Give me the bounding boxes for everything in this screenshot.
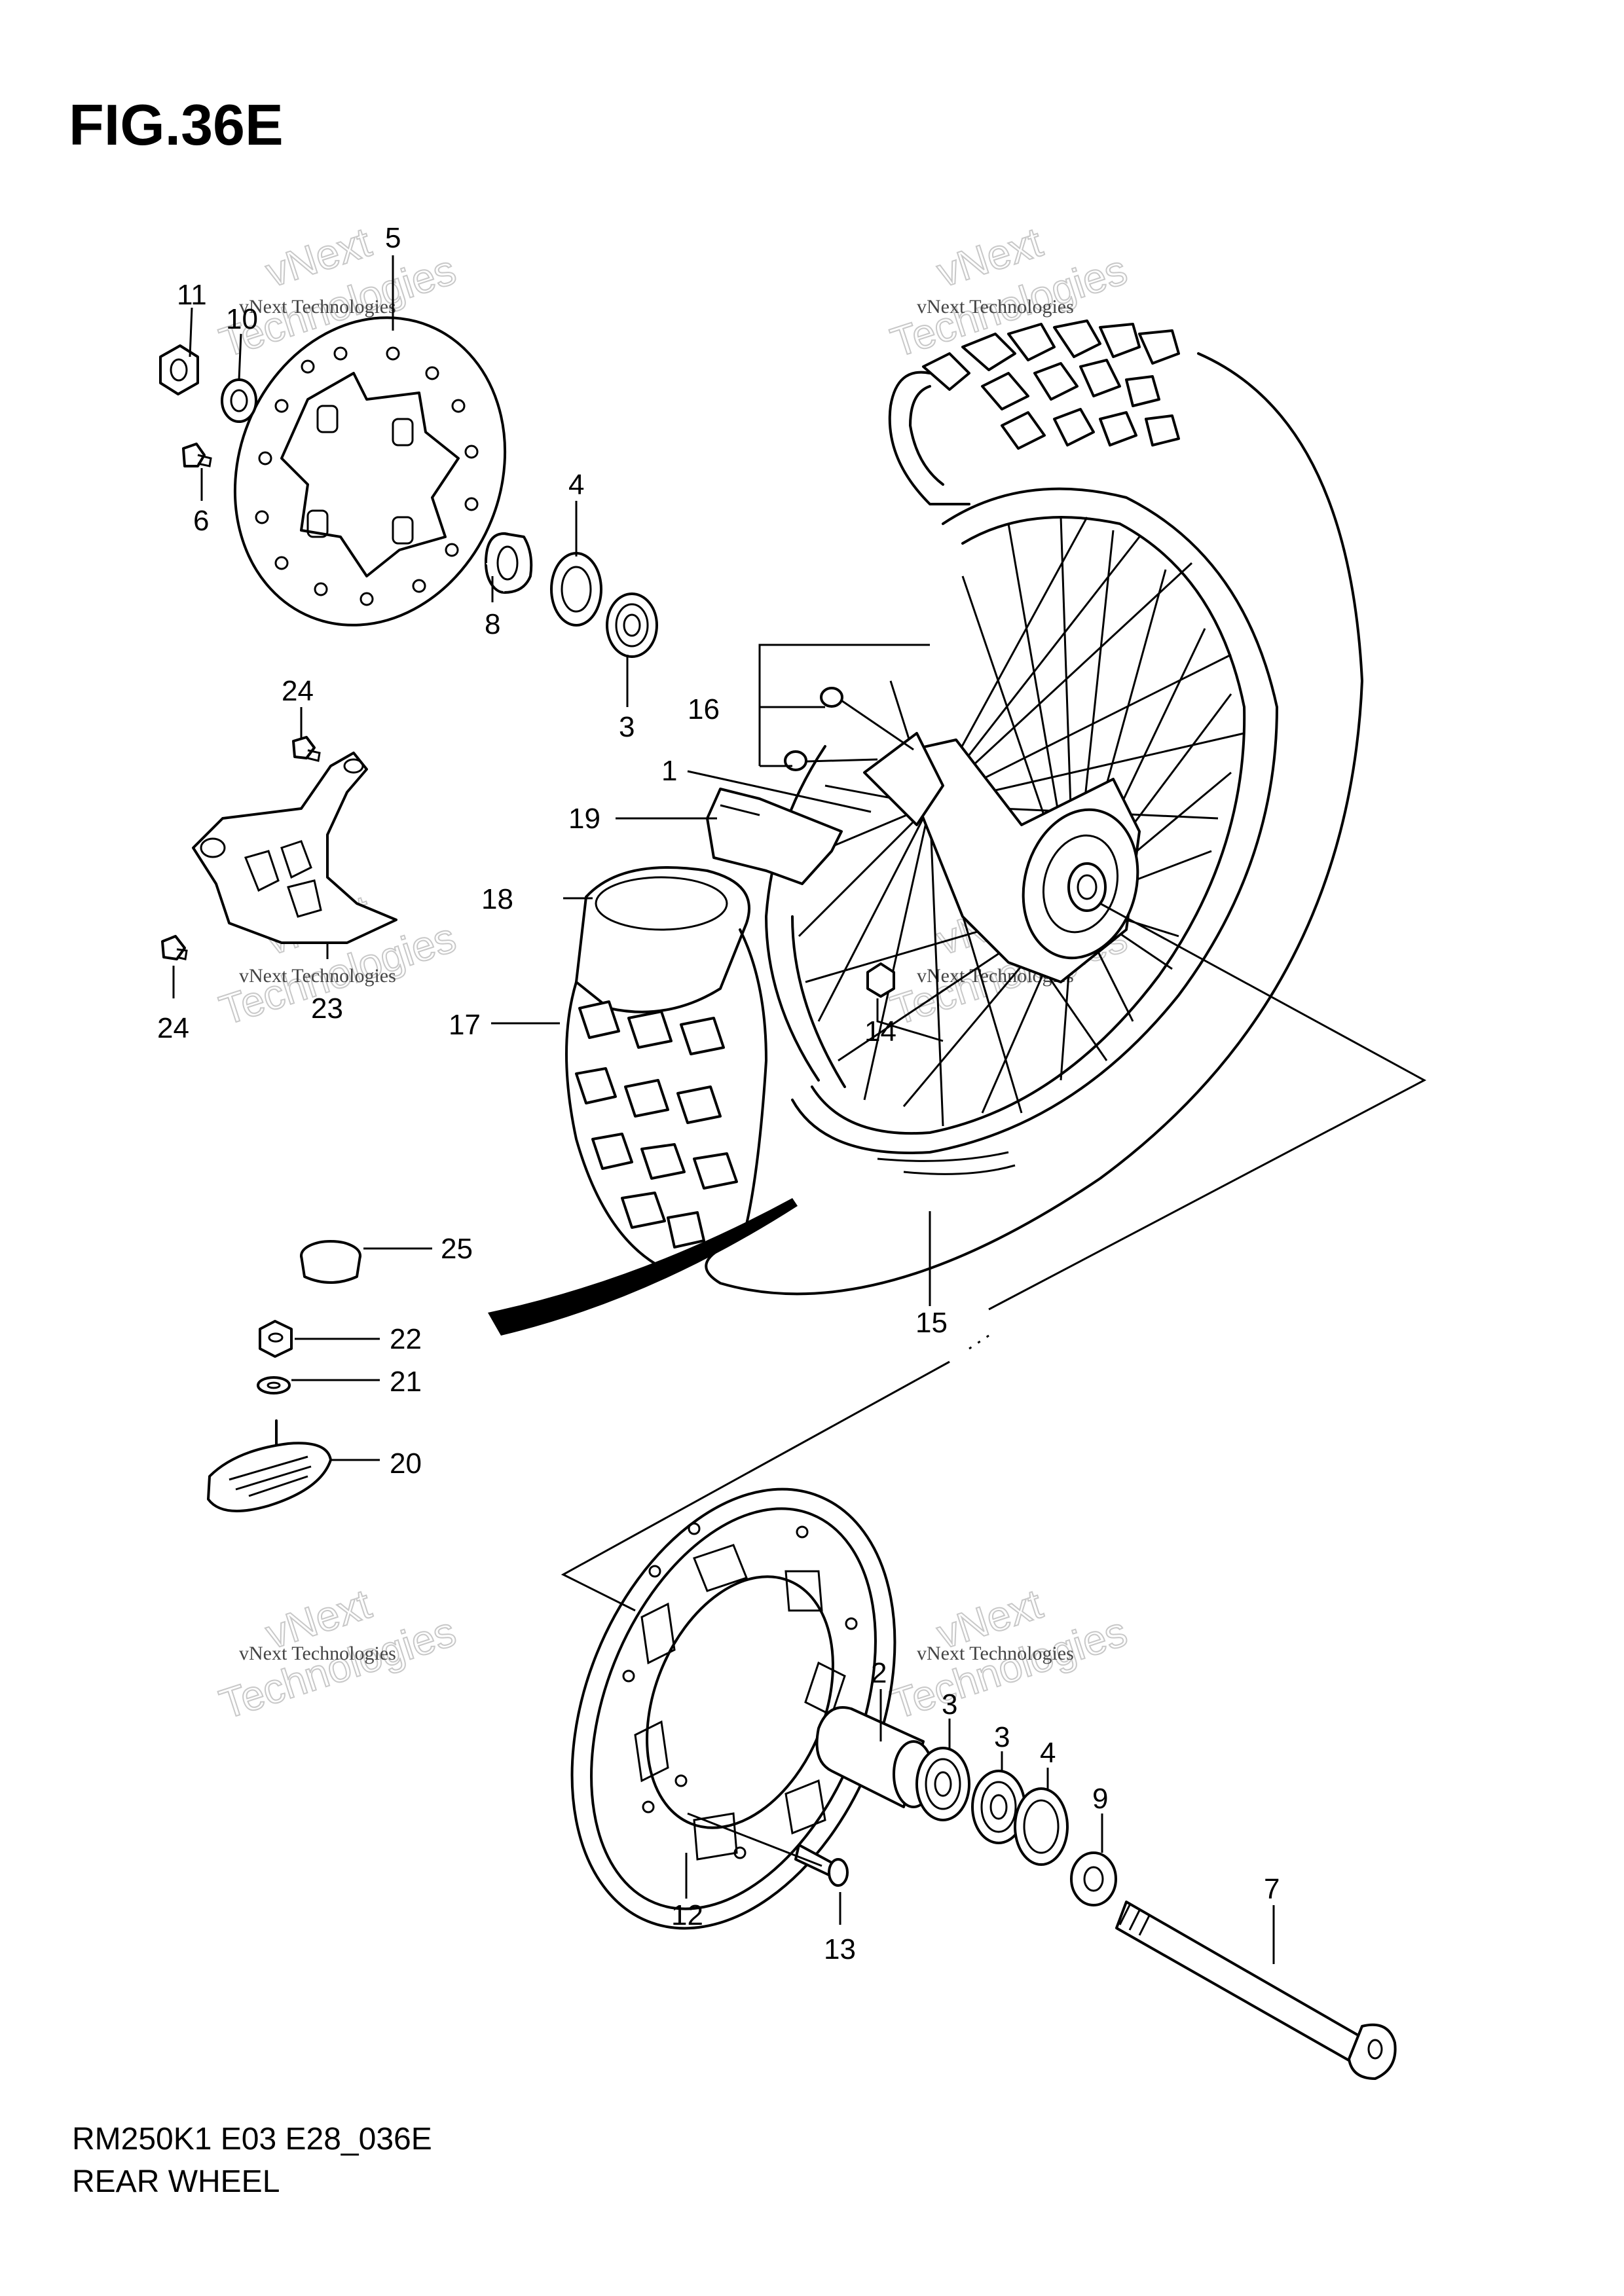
callout-3-left: 3 xyxy=(942,1688,957,1721)
callout-2: 2 xyxy=(871,1657,887,1689)
figure-title: FIG.36E xyxy=(69,92,284,157)
guard-bolt-lower xyxy=(161,935,188,960)
wheel-rim xyxy=(765,487,1278,1175)
callout-3-right: 3 xyxy=(994,1721,1010,1753)
plug-cap xyxy=(300,1240,361,1284)
bearing-left xyxy=(915,1747,970,1821)
leader-lines xyxy=(172,255,1427,1964)
section-name: REAR WHEEL xyxy=(72,2164,280,2199)
callout-16: 16 xyxy=(688,693,720,725)
oil-seal-lower xyxy=(1014,1787,1069,1866)
callout-9: 9 xyxy=(1092,1783,1108,1815)
oil-seal xyxy=(550,552,602,627)
rim-lock-nut-small xyxy=(259,1320,293,1358)
rim-lock xyxy=(207,1419,332,1512)
callout-11: 11 xyxy=(177,279,207,311)
callout-21: 21 xyxy=(390,1366,422,1398)
tire-tread-band xyxy=(488,1198,798,1336)
callout-10: 10 xyxy=(226,303,258,335)
brake-disc xyxy=(233,316,507,627)
watermark: vNext Technologies xyxy=(239,296,396,318)
callout-3: 3 xyxy=(619,711,635,743)
callout-20: 20 xyxy=(390,1448,422,1480)
callout-24: 24 xyxy=(282,675,314,707)
disc-bolt xyxy=(182,443,212,467)
watermark: vNext Technologies xyxy=(239,1643,396,1664)
callout-18: 18 xyxy=(481,883,513,915)
callout-23: 23 xyxy=(311,993,343,1025)
callout-labels: 11 10 5 6 4 8 3 16 1 19 24 18 23 24 17 1… xyxy=(157,222,1280,1965)
wheel-bearing xyxy=(606,592,658,658)
callout-8: 8 xyxy=(485,608,500,640)
rear-sprocket xyxy=(570,1487,896,1930)
watermark: vNext Technologies xyxy=(917,1643,1074,1664)
rear-axle xyxy=(1115,1901,1397,2080)
sprocket-guard xyxy=(192,752,397,944)
callout-4-lower: 4 xyxy=(1040,1737,1056,1769)
callout-19: 19 xyxy=(568,803,600,835)
inner-tube xyxy=(575,866,750,1013)
callout-15: 15 xyxy=(915,1307,948,1339)
disc-washer xyxy=(221,378,257,423)
watermark: vNext Technologies xyxy=(239,965,396,987)
callout-14: 14 xyxy=(864,1015,896,1048)
rim-band xyxy=(706,788,843,885)
callout-1: 1 xyxy=(661,755,677,787)
callout-5: 5 xyxy=(385,222,401,254)
callout-17: 17 xyxy=(449,1009,481,1041)
hub-distance-collar xyxy=(815,1706,934,1808)
callout-4: 4 xyxy=(568,469,584,501)
callout-12: 12 xyxy=(671,1899,703,1931)
callout-24-lower: 24 xyxy=(157,1012,189,1044)
watermark: vNext Technologies xyxy=(917,296,1074,318)
callout-25: 25 xyxy=(441,1233,473,1265)
wheel-hub xyxy=(863,732,1141,983)
rim-lock-washer xyxy=(257,1376,291,1394)
callout-7: 7 xyxy=(1264,1873,1280,1905)
axle-spacer xyxy=(1070,1851,1117,1906)
callout-13: 13 xyxy=(824,1933,856,1965)
tire-section xyxy=(565,928,767,1265)
hub-spacer xyxy=(485,532,533,594)
callout-6: 6 xyxy=(193,505,209,537)
disc-nut xyxy=(159,344,199,395)
model-code: RM250K1 E03 E28_036E xyxy=(72,2122,432,2157)
callout-22: 22 xyxy=(390,1323,422,1355)
guard-bolt-upper xyxy=(292,736,321,762)
rim-lock-nut xyxy=(866,962,895,998)
sprocket-bolt xyxy=(794,1844,849,1887)
rear-tire xyxy=(705,319,1363,1296)
